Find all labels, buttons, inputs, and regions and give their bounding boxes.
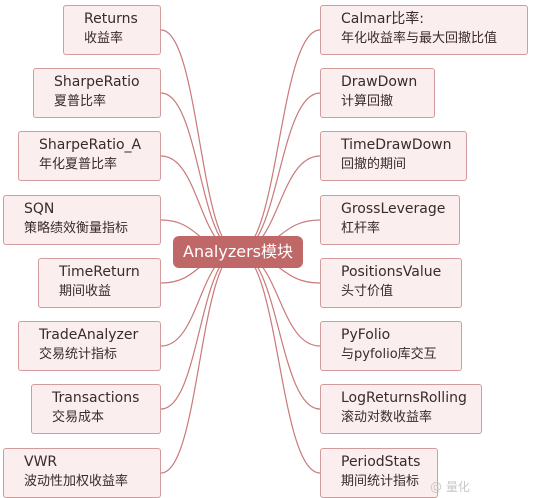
node-subtitle: 期间统计指标: [341, 474, 420, 489]
node-title: DrawDown: [341, 74, 418, 90]
right-connector-8: [237, 251, 321, 474]
right-node-2[interactable]: DrawDown 计算回撤: [320, 68, 435, 118]
right-node-4[interactable]: GrossLeverage 杠杆率: [320, 195, 460, 245]
left-connector-1: [160, 29, 239, 253]
right-node-6[interactable]: PyFolio 与pyfolio库交互: [320, 321, 462, 371]
left-node-8[interactable]: VWR 波动性加权收益率: [3, 448, 161, 498]
node-subtitle: 交易统计指标: [39, 347, 118, 362]
node-title: PyFolio: [341, 327, 391, 343]
node-title: GrossLeverage: [341, 201, 446, 217]
left-node-4[interactable]: SQN 策略绩效衡量指标: [3, 195, 161, 245]
left-node-5[interactable]: TimeReturn 期间收益: [38, 258, 161, 308]
node-title: LogReturnsRolling: [341, 390, 467, 406]
central-topic[interactable]: Analyzers模块: [173, 236, 303, 268]
node-title: SharpeRatio_A: [39, 137, 142, 153]
right-node-8[interactable]: PeriodStats 期间统计指标: [320, 448, 438, 498]
node-subtitle: 杠杆率: [341, 221, 381, 236]
node-title: Transactions: [52, 390, 140, 406]
right-node-1[interactable]: Calmar比率: 年化收益率与最大回撤比值: [320, 5, 528, 55]
watermark: @ 量化: [430, 480, 470, 494]
node-subtitle: 年化收益率与最大回撤比值: [341, 31, 498, 46]
right-connector-7: [237, 251, 321, 410]
node-subtitle: 回撤的期间: [341, 157, 407, 172]
node-subtitle: 年化夏普比率: [39, 157, 118, 172]
node-title: TradeAnalyzer: [39, 327, 139, 343]
left-node-6[interactable]: TradeAnalyzer 交易统计指标: [18, 321, 161, 371]
node-title: TimeDrawDown: [341, 137, 452, 153]
node-title: Returns: [84, 11, 138, 27]
left-node-2[interactable]: SharpeRatio 夏普比率: [33, 68, 161, 118]
right-node-5[interactable]: PositionsValue 头寸价值: [320, 258, 462, 308]
left-node-1[interactable]: Returns 收益率: [63, 5, 161, 55]
right-node-3[interactable]: TimeDrawDown 回撤的期间: [320, 131, 467, 181]
left-node-7[interactable]: Transactions 交易成本: [31, 384, 161, 434]
left-connector-2: [160, 92, 239, 253]
node-subtitle: 波动性加权收益率: [24, 474, 129, 489]
node-subtitle: 期间收益: [59, 284, 112, 299]
node-subtitle: 计算回撤: [341, 94, 394, 109]
node-title: PeriodStats: [341, 454, 421, 470]
node-title: Calmar比率:: [341, 11, 424, 27]
node-title: PositionsValue: [341, 264, 442, 280]
node-subtitle: 头寸价值: [341, 284, 394, 299]
node-subtitle: 夏普比率: [54, 94, 107, 109]
node-title: TimeReturn: [59, 264, 140, 280]
left-connector-7: [160, 251, 239, 410]
node-title: SharpeRatio: [54, 74, 140, 90]
left-connector-8: [160, 251, 239, 474]
node-subtitle: 交易成本: [52, 410, 105, 425]
right-connector-2: [237, 92, 321, 253]
node-title: VWR: [24, 454, 58, 470]
node-subtitle: 策略绩效衡量指标: [24, 221, 129, 236]
left-node-3[interactable]: SharpeRatio_A 年化夏普比率: [18, 131, 161, 181]
node-title: SQN: [24, 201, 55, 217]
node-subtitle: 与pyfolio库交互: [341, 347, 437, 362]
node-subtitle: 收益率: [84, 31, 124, 46]
node-subtitle: 滚动对数收益率: [341, 410, 433, 425]
right-connector-1: [237, 29, 321, 253]
right-node-7[interactable]: LogReturnsRolling 滚动对数收益率: [320, 384, 482, 434]
